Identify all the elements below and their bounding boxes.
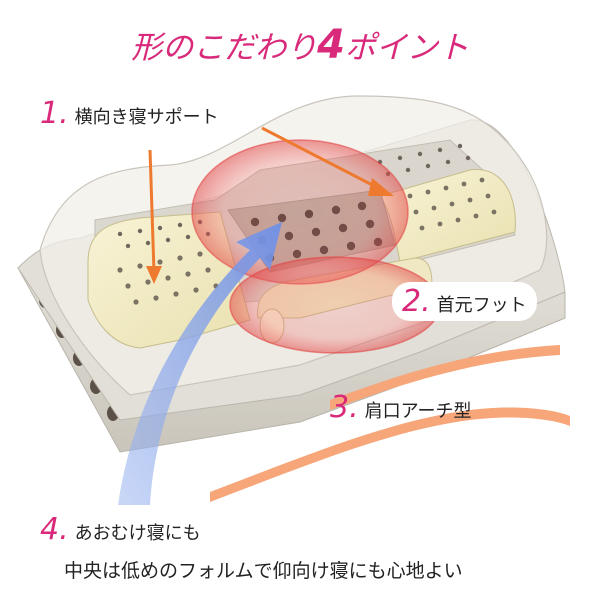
title-suffix: ポイント [344,30,469,66]
title-prefix: 形のこだわり [131,30,318,66]
point-2-label: 2.首元フット [392,282,537,321]
point-2-text: 首元フット [436,295,527,316]
point-3-number: 3. [330,390,359,425]
left-foam-holes [117,251,219,305]
point-4-description: 中央は低めのフォルムで仰向け寝にも心地よい [64,560,463,582]
title-number: 4 [317,22,345,68]
point1-arrowhead-right [368,178,394,196]
point-1-number: 1. [40,96,69,131]
point-4-number: 4. [40,512,69,547]
point-4-label: 4.あおむけ寝にも [40,512,201,547]
page-title: 形のこだわり4ポイント [0,22,600,68]
point1-arrow-right [261,126,383,192]
point-1-text: 横向き寝サポート [74,107,219,128]
point-3-label: 3.肩口アーチ型 [330,390,472,425]
point1-arrowhead-left [146,266,162,284]
right-foam-holes [407,177,497,231]
shoulder-arch-band-bottom [210,407,570,502]
point1-arrow-left [148,149,156,273]
point-1-label: 1.横向き寝サポート [40,96,219,131]
shoulder-arch-band-top [330,345,560,410]
point-3-text: 肩口アーチ型 [364,401,472,422]
point-2-number: 2. [402,284,431,319]
blue-arrow [118,222,282,505]
point-4-text: あおむけ寝にも [74,523,201,544]
